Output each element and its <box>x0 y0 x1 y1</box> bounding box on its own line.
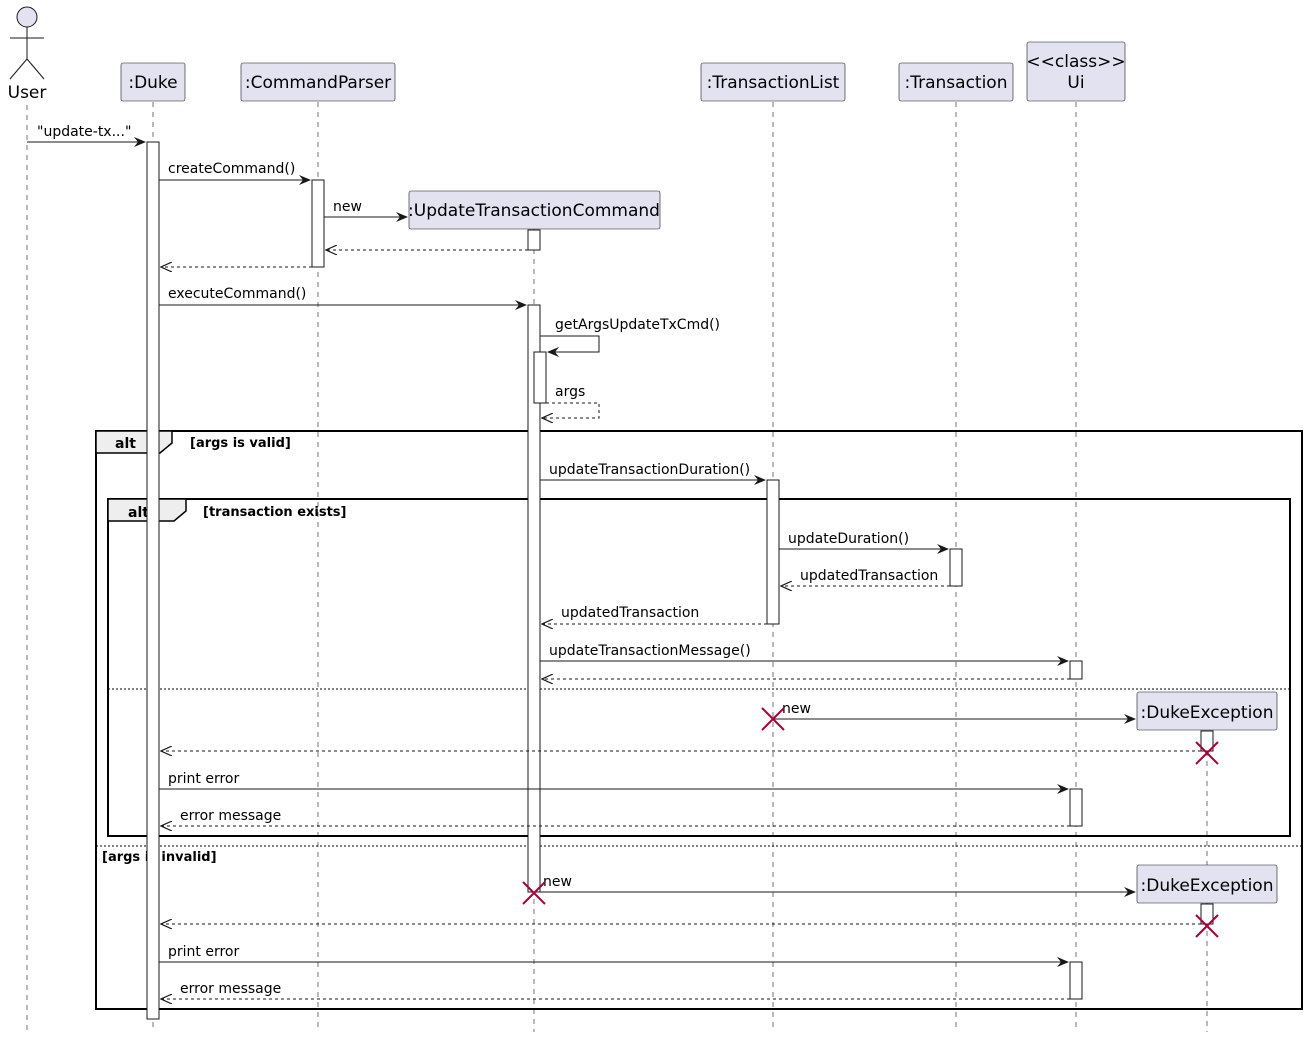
message-label: new <box>543 874 572 890</box>
message-label: new <box>782 701 811 717</box>
participant-transaction-label: :Transaction <box>905 73 1008 93</box>
message-label: error message <box>180 981 281 997</box>
participant-transaction-list-label: :TransactionList <box>707 73 840 93</box>
message-label: updateTransactionDuration() <box>549 462 750 478</box>
message-label: updatedTransaction <box>800 568 938 584</box>
participant-command-parser: :CommandParser <box>240 62 396 102</box>
activation-update-tx-cmd-1 <box>527 229 541 251</box>
alt-outer-label: alt <box>115 436 136 452</box>
activation-update-tx-cmd-3 <box>533 351 547 404</box>
alt-outer-guard: [args is valid] <box>190 436 291 451</box>
participant-duke-exception-2: :DukeException <box>1136 864 1278 904</box>
message-label: print error <box>168 771 239 787</box>
destroy-mark <box>1195 914 1219 938</box>
messages: "update-tx..." createCommand() new execu… <box>27 124 1201 999</box>
activation-command-parser <box>311 179 325 268</box>
participant-duke-exception-1-label: :DukeException <box>1141 703 1274 723</box>
participant-ui-stereotype: <<class>> <box>1026 52 1125 72</box>
alt-inner-group: alt [transaction exists] <box>107 498 1291 837</box>
message-label: createCommand() <box>168 161 295 177</box>
message-label: error message <box>180 808 281 824</box>
alt-inner-label: alt <box>128 505 149 521</box>
participant-transaction-list: :TransactionList <box>700 62 846 102</box>
participant-transaction: :Transaction <box>898 62 1014 102</box>
activation-duke-exception-2 <box>1200 903 1214 925</box>
destroy-mark <box>761 707 785 731</box>
actor-icon <box>16 6 38 28</box>
message-label: updatedTransaction <box>561 605 699 621</box>
participant-user-label: User <box>8 83 47 103</box>
alt-inner-guard: [transaction exists] <box>203 505 346 520</box>
activation-transaction <box>949 548 963 587</box>
participant-duke: :Duke <box>120 62 186 102</box>
activation-duke-exception-1 <box>1200 730 1214 752</box>
message-label: args <box>555 384 585 400</box>
message-label: updateTransactionMessage() <box>549 643 751 659</box>
self-return-arrow <box>542 402 600 418</box>
message-label: updateDuration() <box>788 531 909 547</box>
activation-ui-1 <box>1069 660 1083 680</box>
self-call-arrow <box>540 335 600 357</box>
destroy-marks <box>522 707 1219 938</box>
message-label: getArgsUpdateTxCmd() <box>555 317 720 333</box>
message-label: executeCommand() <box>168 286 306 302</box>
participant-ui-label: Ui <box>1067 73 1084 93</box>
participant-duke-exception-1: :DukeException <box>1136 691 1278 731</box>
activations <box>146 141 1214 1020</box>
destroy-mark <box>1195 741 1219 765</box>
participant-user: User <box>8 6 47 103</box>
message-label: print error <box>168 944 239 960</box>
destroy-mark <box>522 881 546 905</box>
participant-duke-label: :Duke <box>128 73 177 93</box>
participant-duke-exception-2-label: :DukeException <box>1141 876 1274 896</box>
participant-update-tx-cmd: :UpdateTransactionCommand <box>408 190 661 230</box>
participant-command-parser-label: :CommandParser <box>245 73 391 93</box>
participant-ui: <<class>> Ui <box>1026 41 1126 102</box>
activation-duke <box>146 141 160 1020</box>
activation-transaction-list <box>766 479 780 625</box>
activation-ui-3 <box>1069 961 1083 1000</box>
activation-ui-2 <box>1069 788 1083 827</box>
participant-update-tx-cmd-label: :UpdateTransactionCommand <box>408 201 660 221</box>
message-label: new <box>333 199 362 215</box>
message-label: "update-tx..." <box>37 124 131 140</box>
